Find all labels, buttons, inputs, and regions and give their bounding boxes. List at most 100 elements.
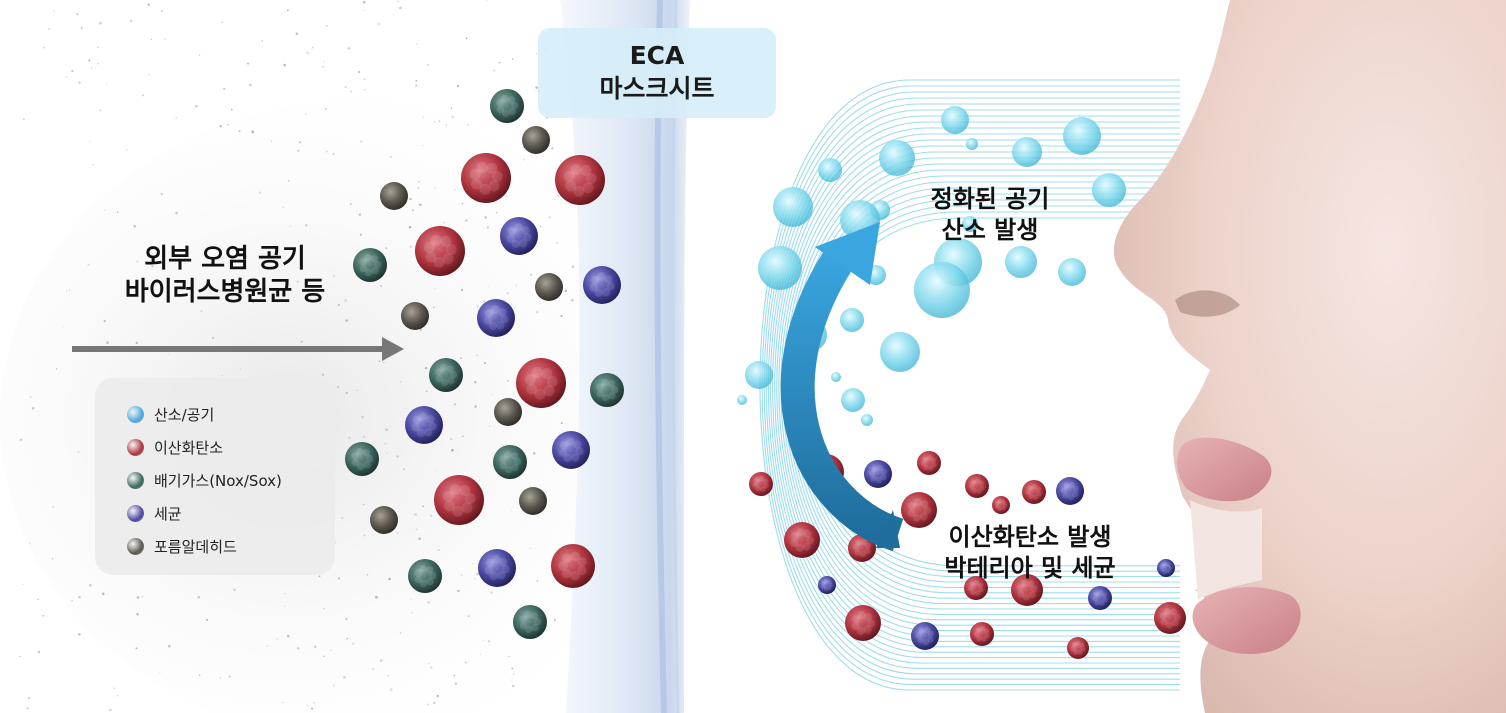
co2-particle-texture (979, 480, 985, 486)
exhaust-particle-texture (504, 465, 513, 474)
co2-particle-texture (927, 455, 933, 461)
dust-speck (415, 84, 418, 87)
exhaust-particle-texture (524, 610, 532, 619)
dust-speck (344, 299, 347, 302)
co2-particle-texture (975, 590, 981, 596)
dust-speck (361, 415, 364, 419)
oxygen-particle (962, 216, 978, 232)
dust-speck (211, 336, 215, 340)
co2-particle-texture (430, 234, 442, 246)
dust-speck (386, 452, 388, 455)
dust-speck (332, 153, 335, 155)
co2-particle-texture (969, 484, 975, 490)
co2-particle-texture (471, 178, 483, 190)
exhaust-particle (345, 442, 379, 476)
co2-particle-texture (971, 488, 977, 494)
dust-speck (484, 216, 487, 219)
dust-speck (409, 245, 412, 248)
dust-speck (221, 375, 223, 377)
oxygen-dot-icon (127, 406, 144, 423)
dust-speck (321, 65, 325, 68)
co2-particle (845, 605, 881, 641)
exhaust-particle-texture (373, 260, 382, 269)
co2-particle-texture (864, 542, 872, 549)
outside-air-line1: 외부 오염 공기 (144, 244, 306, 274)
dust-speck (515, 284, 518, 287)
legend-item-exhaust: 배기가스(Nox/Sox) (127, 464, 335, 497)
dust-speck (461, 202, 464, 205)
dust-speck (465, 661, 467, 664)
bacteria-particle (911, 622, 939, 650)
co2-particle-texture (526, 383, 538, 395)
exhaust-particle-texture (440, 363, 448, 372)
exhaust-particle (408, 559, 442, 593)
bacteria-particle-texture (416, 428, 425, 438)
dust-speck (314, 645, 317, 648)
co2-particle-texture (449, 483, 461, 495)
formaldehyde-particle (380, 182, 408, 210)
dust-speck (71, 70, 74, 73)
dust-speck (89, 140, 91, 143)
dust-speck (135, 341, 138, 345)
dust-speck (383, 361, 385, 364)
dust-speck (116, 694, 119, 697)
co2-particle-texture (562, 553, 572, 563)
exhaust-particle-texture (359, 258, 367, 266)
dust-speck (482, 639, 485, 642)
dust-speck (52, 558, 54, 560)
dust-speck (486, 0, 488, 1)
dust-speck (429, 514, 433, 517)
dust-speck (346, 637, 349, 640)
dust-speck (289, 225, 291, 227)
bacteria-particle-texture (1166, 569, 1171, 574)
outside-air-line2: 바이러스병원균 등 (124, 277, 326, 308)
dust-speck (511, 58, 514, 60)
co2-particle-texture (790, 532, 799, 541)
oxygen-particle (1012, 137, 1042, 167)
dust-speck (52, 506, 54, 508)
dust-speck (69, 289, 71, 291)
dust-speck (535, 52, 538, 55)
bacteria-particle-texture (1092, 596, 1098, 602)
dust-speck (31, 407, 35, 410)
co2-particle-texture (573, 185, 585, 197)
co2-particle (965, 474, 989, 498)
dust-speck (129, 19, 133, 23)
co2-particle-texture (1027, 580, 1035, 588)
co2-particle-texture (1030, 585, 1038, 593)
dust-speck (55, 368, 58, 370)
dust-speck (337, 577, 341, 580)
dust-speck (488, 640, 490, 643)
dust-speck (465, 37, 468, 40)
exhaust-particle-texture (370, 255, 379, 263)
dust-speck (523, 158, 526, 161)
dust-speck (419, 203, 422, 206)
dust-speck (47, 28, 51, 31)
co2-particle-texture (855, 539, 862, 546)
co2-particle (964, 576, 988, 600)
legend-label: 포름알데히드 (154, 538, 237, 556)
bacteria-particle-texture (514, 223, 523, 232)
co2-particle-texture (1160, 618, 1168, 626)
bacteria-particle (478, 549, 516, 587)
dust-speck (466, 123, 469, 126)
dust-speck (287, 634, 290, 638)
bacteria-particle (1056, 477, 1084, 505)
co2-particle-texture (1036, 491, 1042, 497)
co2-particle-texture (577, 557, 587, 567)
dust-speck (223, 87, 226, 90)
dust-speck (323, 607, 325, 610)
dust-speck (106, 341, 109, 345)
co2-particle-texture (452, 505, 464, 517)
bacteria-particle-texture (1168, 566, 1172, 571)
co2-particle-texture (1073, 650, 1079, 655)
dust-speck (300, 341, 303, 343)
bacteria-particle-texture (917, 637, 924, 644)
dust-speck (377, 22, 381, 26)
bacteria-particle-texture (484, 308, 494, 318)
dust-speck (571, 299, 574, 302)
co2-particle-texture (763, 478, 769, 484)
dust-speck (409, 197, 412, 201)
bacteria-particle-texture (821, 584, 826, 589)
dust-speck (529, 273, 532, 276)
